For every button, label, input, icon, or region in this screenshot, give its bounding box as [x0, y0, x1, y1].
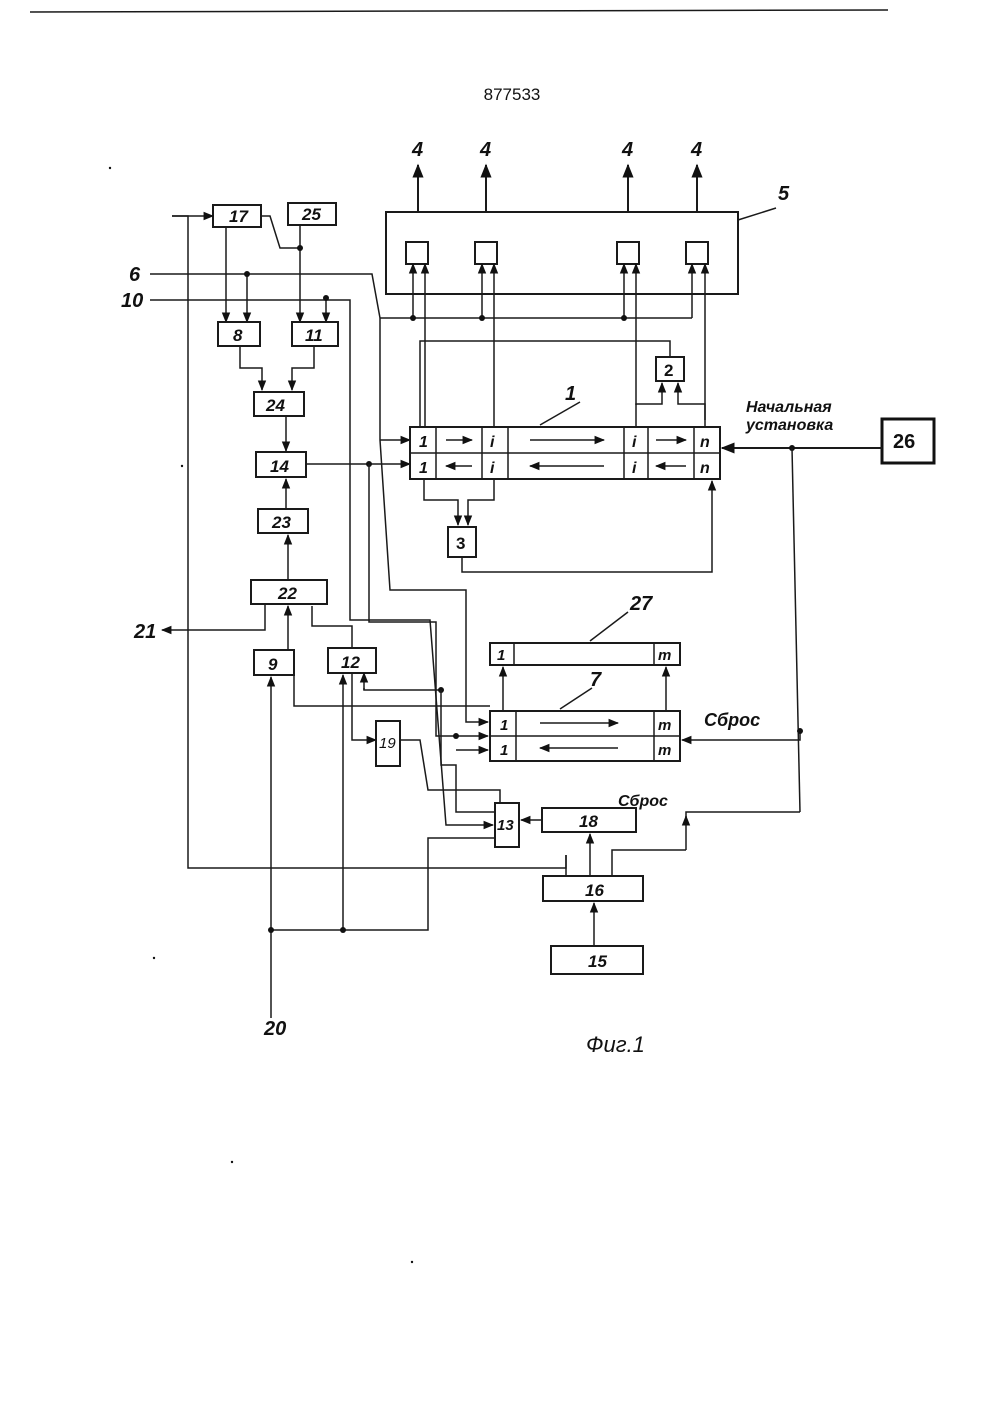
diagram-label: i: [632, 434, 637, 451]
page-top-border: [30, 10, 888, 12]
diagram-label: 1: [419, 460, 428, 477]
label-27: 27: [629, 593, 653, 615]
diagram-label: 22: [277, 584, 297, 603]
label-4-c: 4: [621, 139, 633, 161]
label-4-a: 4: [411, 139, 423, 161]
diagram-label: 9: [268, 655, 278, 674]
figure-caption: Фиг.1: [586, 1032, 645, 1057]
diagram-label: 1: [500, 717, 508, 734]
label-1: 1: [565, 383, 576, 405]
diagram-label: i: [490, 434, 495, 451]
diagram-label: 19: [379, 735, 396, 752]
label-20: 20: [263, 1018, 286, 1040]
label-6: 6: [129, 264, 141, 286]
diagram-label: 25: [301, 205, 321, 224]
diagram-label: 12: [341, 653, 360, 672]
diagram-label: 15: [588, 952, 607, 971]
diagram-label: i: [490, 460, 495, 477]
diagram-label: n: [700, 460, 710, 477]
diagram-label: 18: [579, 812, 598, 831]
diagram-label: 1: [419, 434, 428, 451]
label-reset-2: Сброс: [618, 793, 668, 810]
diagram-label: m: [658, 647, 671, 664]
patent-number: 877533: [484, 85, 541, 104]
block-5-gate-b: [475, 242, 497, 264]
label-21: 21: [133, 621, 156, 643]
block-5-gate-d: [686, 242, 708, 264]
diagram-label: m: [658, 742, 671, 759]
diagram-label: 23: [271, 513, 291, 532]
register-27: [490, 643, 680, 665]
diagram-label: 17: [229, 207, 249, 226]
diagram-label: 1: [500, 742, 508, 759]
diagram-label: 16: [585, 881, 604, 900]
diagram-label: 11: [305, 326, 323, 345]
diagram-label: 2: [664, 361, 673, 380]
label-5: 5: [778, 183, 790, 205]
diagram-label: 24: [265, 396, 285, 415]
label-7: 7: [590, 669, 602, 691]
diagram-label: n: [700, 434, 710, 451]
diagram-label: 13: [497, 817, 514, 834]
label-10: 10: [121, 290, 143, 312]
label-initial-2: установка: [745, 417, 833, 434]
diagram-label: 1: [497, 647, 505, 664]
label-reset-1: Сброс: [704, 710, 760, 730]
diagram-label: 3: [456, 534, 465, 553]
diagram-label: 26: [893, 431, 915, 453]
diagram-label: m: [658, 717, 671, 734]
label-4-b: 4: [479, 139, 491, 161]
block-5-gate-c: [617, 242, 639, 264]
block-5-gate-a: [406, 242, 428, 264]
diagram-label: 14: [270, 457, 289, 476]
label-4-d: 4: [690, 139, 702, 161]
diagram-label: 8: [233, 326, 243, 345]
diagram-label: i: [632, 460, 637, 477]
label-initial-1: Начальная: [746, 399, 832, 416]
